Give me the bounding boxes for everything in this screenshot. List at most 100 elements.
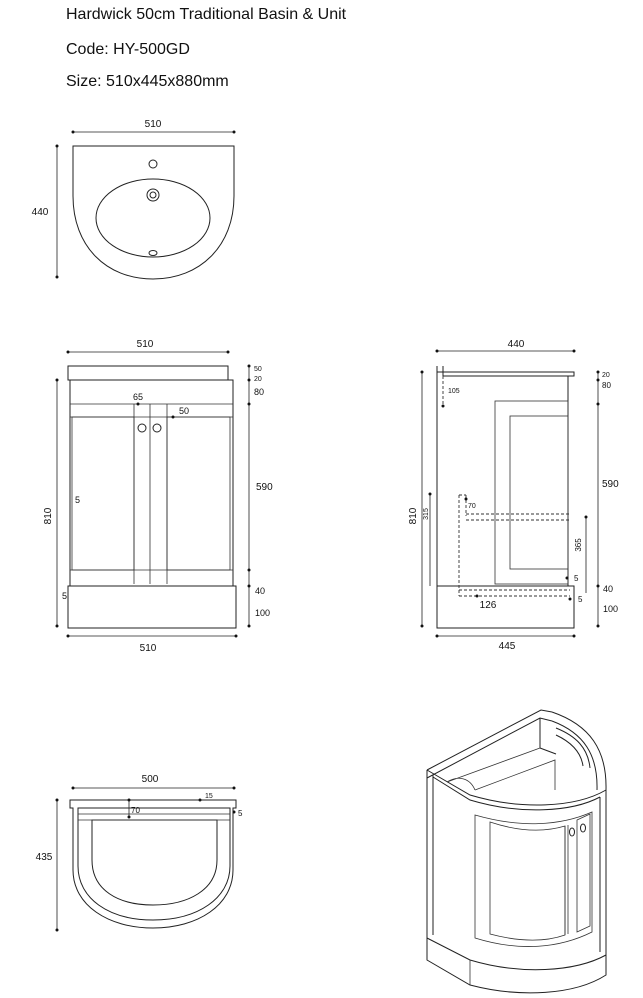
pipe-depth-label: 70 <box>468 503 476 510</box>
dim-endpoint <box>136 402 140 406</box>
iso-right-door-panel <box>576 813 591 933</box>
dim-endpoint <box>232 786 236 790</box>
shelf-bottom-dash <box>459 589 570 597</box>
iso-left-knob-icon <box>569 827 575 837</box>
front-plinth <box>67 585 237 629</box>
dim-endpoint <box>464 497 468 501</box>
dim-endpoint <box>435 349 439 353</box>
dim-endpoint <box>596 402 600 406</box>
side-kick-dim: 40 <box>603 584 613 594</box>
dim-endpoint <box>247 402 251 406</box>
side-top-dim-1: 20 <box>602 372 610 379</box>
dim-endpoint <box>66 350 70 354</box>
dim-endpoint <box>55 275 59 279</box>
iso-shelf <box>474 759 556 791</box>
plan-depth-label: 435 <box>36 852 53 863</box>
left-knob-icon <box>137 423 147 433</box>
dim-endpoint <box>247 568 251 572</box>
side-door-dim: 590 <box>602 479 619 490</box>
front-kick-dim: 40 <box>255 586 265 596</box>
side-top-dim-2: 80 <box>602 381 611 390</box>
basin-lip-label: 105 <box>448 388 460 395</box>
dim-endpoint <box>247 378 251 382</box>
dim-endpoint <box>420 370 424 374</box>
basin-bowl <box>95 178 211 258</box>
dim-endpoint <box>127 798 131 802</box>
iso-view <box>426 709 607 994</box>
dim-endpoint <box>232 810 236 814</box>
product-code: Code: HY-500GD <box>66 41 190 58</box>
iso-left-door-panel <box>489 821 566 941</box>
dim-endpoint <box>247 624 251 628</box>
iso-plinth <box>426 935 607 994</box>
side-plinth <box>436 585 575 629</box>
dim-endpoint <box>171 415 175 419</box>
front-top-dim-1: 50 <box>254 366 262 373</box>
edge-label: 5 <box>75 495 80 505</box>
dim-endpoint <box>572 634 576 638</box>
shelf-offset-label-2: 5 <box>578 595 583 604</box>
dim-endpoint <box>596 378 600 382</box>
dim-endpoint <box>66 634 70 638</box>
dim-endpoint <box>565 576 569 580</box>
front-carcass <box>69 379 234 587</box>
dim-endpoint <box>596 584 600 588</box>
dim-endpoint <box>420 624 424 628</box>
iso-door-frame <box>474 811 593 947</box>
drain-icon <box>146 188 160 202</box>
front-top-dim-3: 80 <box>254 387 264 397</box>
iso-plinth-top <box>426 937 607 971</box>
dim-endpoint <box>226 350 230 354</box>
iso-front-top-curve <box>426 769 607 806</box>
dim-endpoint <box>55 624 59 628</box>
dim-endpoint <box>198 798 202 802</box>
side-door-panel <box>509 415 569 570</box>
pipe-dash <box>458 494 467 596</box>
shelf-offset-label-1: 5 <box>574 574 579 583</box>
iso-top-right-inner <box>551 720 598 791</box>
iso-back-panel <box>446 747 541 791</box>
front-height-label: 810 <box>43 507 54 524</box>
product-size: Size: 510x445x880mm <box>66 73 229 90</box>
plan-inner-outline <box>91 819 218 906</box>
iso-top-right-curve <box>551 711 607 791</box>
dim-endpoint <box>441 404 445 408</box>
side-bottom-width-label: 445 <box>499 641 516 652</box>
front-plinth-dim: 100 <box>255 608 270 618</box>
side-basin-top <box>437 371 575 377</box>
overflow-icon <box>148 250 158 256</box>
basin-depth-label: 440 <box>32 207 49 218</box>
dim-endpoint <box>55 798 59 802</box>
rail-label: 50 <box>179 406 189 416</box>
dim-endpoint <box>127 815 131 819</box>
plan-door-band <box>77 807 231 921</box>
side-top-width-label: 440 <box>508 339 525 350</box>
dim-endpoint <box>55 144 59 148</box>
dim-endpoint <box>572 349 576 353</box>
right-door-panel <box>166 416 231 571</box>
plan-view: 500 435 70 15 5 <box>36 774 243 932</box>
shelf-top-dash <box>466 513 570 521</box>
plan-outer-outline <box>69 799 237 929</box>
side-view: 440 105 70 315 365 5 5 126 810 <box>408 339 619 652</box>
dim-endpoint <box>475 594 479 598</box>
side-height-label: 810 <box>408 507 419 524</box>
front-top-width-label: 510 <box>137 339 154 350</box>
front-view: 510 65 50 5 810 5 50 20 <box>43 339 273 654</box>
front-top-dim-2: 20 <box>254 376 262 383</box>
product-title: Hardwick 50cm Traditional Basin & Unit <box>66 6 347 23</box>
iso-right-knob-icon <box>580 823 586 833</box>
dim-endpoint <box>71 786 75 790</box>
right-knob-icon <box>152 423 162 433</box>
dim-endpoint <box>596 370 600 374</box>
side-plinth-dim: 100 <box>603 604 618 614</box>
panel-label: 15 <box>205 793 213 800</box>
left-door-panel <box>71 416 135 571</box>
gap-label: 5 <box>238 809 243 818</box>
dim-endpoint <box>435 634 439 638</box>
front-door-dim: 590 <box>256 482 273 493</box>
iso-basin-rim-inner <box>555 734 584 767</box>
dim-endpoint <box>232 130 236 134</box>
side-door-frame <box>494 400 569 585</box>
